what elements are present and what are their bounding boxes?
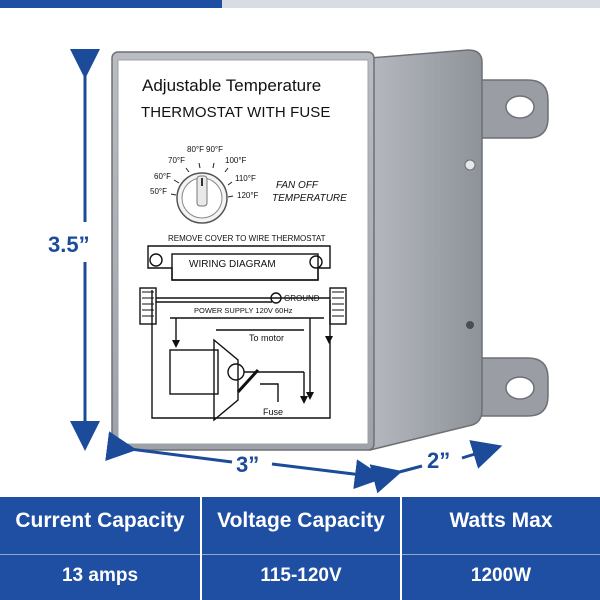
- spec-value-current: 13 amps: [61, 565, 139, 586]
- wire-hatching: [142, 291, 344, 317]
- side-screw-bottom: [466, 321, 474, 329]
- spec-column-watts: Watts Max 1200W: [402, 497, 600, 600]
- mounting-bracket-bottom: [477, 357, 549, 417]
- label-panel: [117, 59, 369, 445]
- dial-tick-80: 80°F: [187, 145, 204, 154]
- dial-tick-110: 110°F: [235, 174, 256, 183]
- temperature-dial: [176, 172, 228, 224]
- mounting-bracket-top: [477, 79, 549, 139]
- to-motor-label: To motor: [249, 333, 285, 343]
- spec-heading-voltage: Voltage Capacity: [217, 509, 385, 532]
- thermostat-product-image: 3.5” 3” 2” Adjustable Temperature THERMO…: [48, 49, 549, 494]
- width-dimension-label: 3”: [236, 452, 260, 477]
- top-accent-bar-grey: [222, 0, 600, 8]
- dial-tick-120: 120°F: [237, 191, 259, 200]
- fuse-label: Fuse: [263, 407, 284, 417]
- dial-tick-50: 50°F: [150, 187, 167, 196]
- dial-tick-100: 100°F: [225, 156, 247, 165]
- spec-heading-current: Current Capacity: [15, 509, 185, 532]
- top-accent-bar-blue: [0, 0, 222, 8]
- side-screw-top: [464, 159, 476, 171]
- wiring-diagram: [139, 245, 347, 422]
- label-title-line1: Adjustable Temperature: [142, 76, 322, 95]
- spec-column-divider: [400, 497, 402, 600]
- housing-side: [369, 49, 483, 451]
- height-dimension-label: 3.5”: [48, 232, 90, 257]
- fan-off-temperature-label: TEMPERATURE: [272, 193, 347, 204]
- dial-tick-60: 60°F: [154, 172, 171, 181]
- spec-value-watts: 1200W: [470, 565, 532, 586]
- dimension-arrows: [70, 49, 503, 494]
- spec-heading-watts: Watts Max: [449, 509, 553, 532]
- spec-column-voltage: Voltage Capacity 115-120V: [202, 497, 400, 600]
- power-supply-label: POWER SUPPLY 120V 60Hz: [194, 306, 293, 315]
- spec-column-divider: [200, 497, 202, 600]
- dial-tick-90: 90°F: [206, 145, 223, 154]
- fan-off-label: FAN OFF: [276, 180, 319, 191]
- dial-tick-marks: [170, 162, 234, 198]
- wiring-diagram-title: WIRING DIAGRAM: [189, 259, 276, 270]
- depth-dimension-label: 2”: [427, 448, 451, 473]
- wiring-arrows: [172, 336, 333, 404]
- ground-label: GROUND: [284, 294, 320, 303]
- spec-column-current: Current Capacity 13 amps: [0, 497, 200, 600]
- spec-table: Current Capacity 13 amps Voltage Capacit…: [0, 497, 600, 600]
- spec-value-voltage: 115-120V: [260, 565, 342, 586]
- thermostat-illustration: [70, 49, 549, 494]
- spec-table-row-divider: [0, 554, 600, 555]
- dial-tick-70: 70°F: [168, 156, 185, 165]
- remove-cover-instruction: REMOVE COVER TO WIRE THERMOSTAT: [168, 234, 326, 243]
- label-title-line2: THERMOSTAT WITH FUSE: [141, 104, 331, 121]
